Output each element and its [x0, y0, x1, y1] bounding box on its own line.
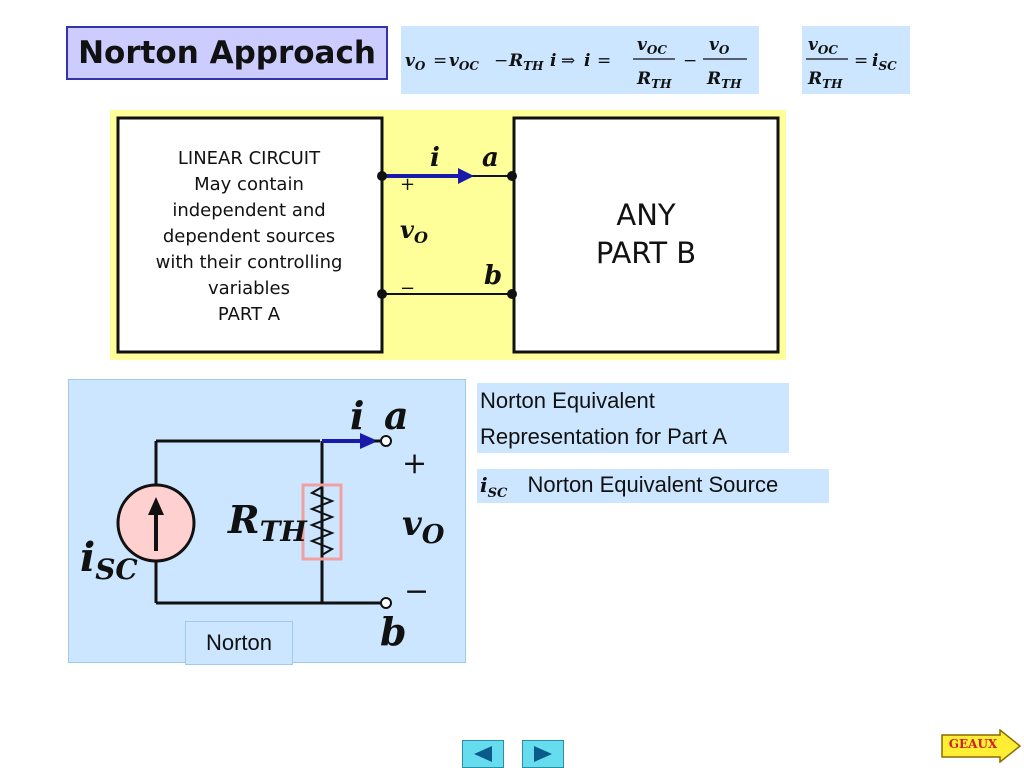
svg-text:=: =: [597, 51, 611, 71]
svg-text:vOC: vOC: [449, 51, 479, 73]
svg-text:i: i: [550, 51, 556, 71]
part-b-label: ANY PART B: [595, 198, 697, 270]
thevenin-norton-equation: vO = vOC − RTH i ⇒ i = vOC RTH − vO RTH: [401, 26, 759, 94]
norton-tag: Norton: [185, 621, 293, 665]
node-b-label: b: [380, 609, 407, 654]
svg-text:i: i: [584, 51, 590, 71]
node-a-label: a: [384, 393, 409, 438]
next-arrow-icon: [534, 746, 552, 762]
minus-sign: −: [404, 574, 429, 609]
node-b-label: b: [484, 261, 502, 291]
part-a-description: LINEAR CIRCUIT May contain independent a…: [155, 148, 343, 325]
eq1-vO: vO: [405, 51, 426, 73]
part-b-box: [512, 116, 780, 354]
page-title: Norton Approach: [66, 26, 388, 80]
svg-text:=: =: [433, 51, 447, 71]
svg-text:iSC: iSC: [872, 51, 897, 73]
svg-text:RTH: RTH: [508, 51, 544, 73]
svg-text:vOC: vOC: [637, 35, 667, 57]
resistor-highlight: [301, 483, 343, 561]
short-circuit-equation: vOC RTH = iSC: [802, 26, 910, 94]
linear-circuit-diagram: i a b vO + −: [110, 110, 786, 360]
terminal-a-icon: [380, 435, 392, 447]
terminal-b-icon: [380, 597, 392, 609]
plus-sign: +: [402, 446, 427, 481]
next-slide-button[interactable]: [522, 740, 564, 768]
norton-source-description: iSC Norton Equivalent Source: [477, 469, 829, 503]
norton-circuit: i a b vO RTH iSC + −: [80, 393, 445, 654]
resistor-icon: [309, 486, 335, 556]
svg-text:⇒: ⇒: [561, 51, 575, 71]
voltage-label: vO: [400, 215, 428, 247]
source-label: iSC: [80, 534, 138, 586]
current-label: i: [350, 393, 364, 438]
current-arrow-icon: [360, 433, 378, 449]
part-a-box: [116, 116, 384, 354]
resistor-label: RTH: [227, 497, 308, 548]
terminal-dot: [507, 171, 517, 181]
plus-sign: +: [400, 174, 415, 195]
geaux-label: GEAUX: [948, 737, 998, 751]
voltage-label: vO: [402, 504, 445, 550]
svg-text:RTH: RTH: [807, 69, 843, 91]
svg-text:RTH: RTH: [706, 69, 742, 91]
source-symbol: iSC: [480, 473, 508, 501]
terminal-dot: [377, 289, 387, 299]
source-arrow-icon: [148, 497, 164, 515]
minus-sign: −: [400, 278, 415, 299]
node-a-label: a: [482, 143, 499, 173]
geaux-button[interactable]: GEAUX: [940, 729, 1022, 763]
current-arrow-icon: [458, 168, 474, 184]
norton-equivalent-description: Norton Equivalent Representation for Par…: [477, 383, 789, 453]
previous-arrow-icon: [474, 746, 492, 762]
svg-text:vO: vO: [709, 35, 730, 57]
svg-text:=: =: [854, 51, 868, 71]
terminal-dot: [377, 171, 387, 181]
svg-text:−: −: [494, 51, 508, 71]
svg-text:vOC: vOC: [808, 35, 838, 57]
previous-slide-button[interactable]: [462, 740, 504, 768]
svg-text:RTH: RTH: [636, 69, 672, 91]
geaux-arrow-icon: [941, 729, 1022, 763]
current-label: i: [430, 143, 440, 173]
terminal-dot: [507, 289, 517, 299]
svg-text:−: −: [683, 51, 697, 71]
